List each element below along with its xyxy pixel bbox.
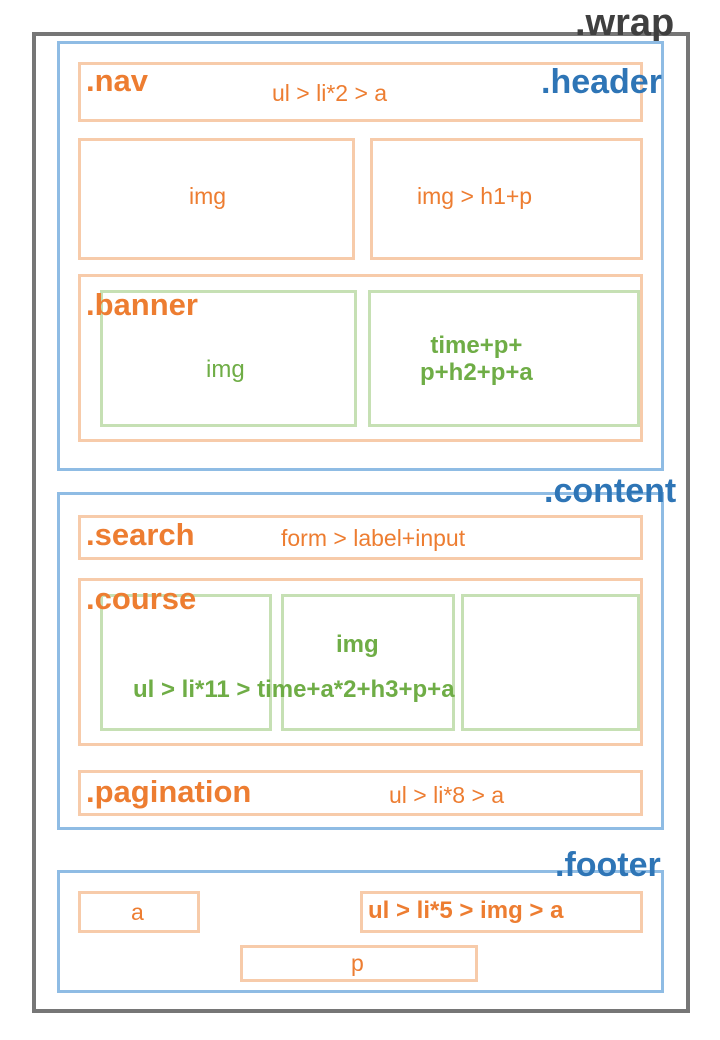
header-img-heading-abbr-text: img > h1+p [417,183,533,209]
banner-meta-line-1: time+p+ [430,332,523,359]
banner-img-text: img [206,356,245,383]
pagination-label: .pagination [86,774,252,809]
course-item-element-2 [281,594,455,731]
banner-meta-element [368,290,640,427]
course-item-element-3 [461,594,640,731]
nav-block [78,62,643,122]
footer-link-block [78,891,200,933]
banner-block [78,274,643,442]
wrap-label: .wrap [575,2,675,44]
banner-label: .banner [86,287,198,322]
search-abbr-text: form > label+input [281,525,466,551]
course-img-text: img [336,631,379,658]
footer-paragraph-text: p [351,950,364,976]
pagination-block [78,770,643,816]
banner-meta-line-2: p+h2+p+a [420,358,533,386]
header-img-block [78,138,355,260]
nav-abbr-text: ul > li*2 > a [272,80,388,106]
search-label: .search [86,517,195,552]
course-block [78,578,643,746]
course-label: .course [86,581,197,616]
footer-social-block [360,891,643,933]
footer-label: .footer [555,846,661,884]
footer-link-text: a [131,899,144,925]
content-label: .content [544,472,677,510]
footer-social-abbr-text: ul > li*5 > img > a [368,897,564,924]
banner-img-element [100,290,357,427]
nav-label: .nav [86,63,149,98]
header-img-abbr-text: img [189,183,227,209]
header-img-heading-block [370,138,643,260]
footer-paragraph-block [240,945,478,982]
banner-meta-text: time+p+p+h2+p+a [420,332,533,387]
course-item-element-1 [100,594,272,731]
header-label: .header [541,63,662,101]
search-block [78,515,643,560]
course-abbr-text: ul > li*11 > time+a*2+h3+p+a [133,676,455,703]
pagination-abbr-text: ul > li*8 > a [389,782,505,808]
